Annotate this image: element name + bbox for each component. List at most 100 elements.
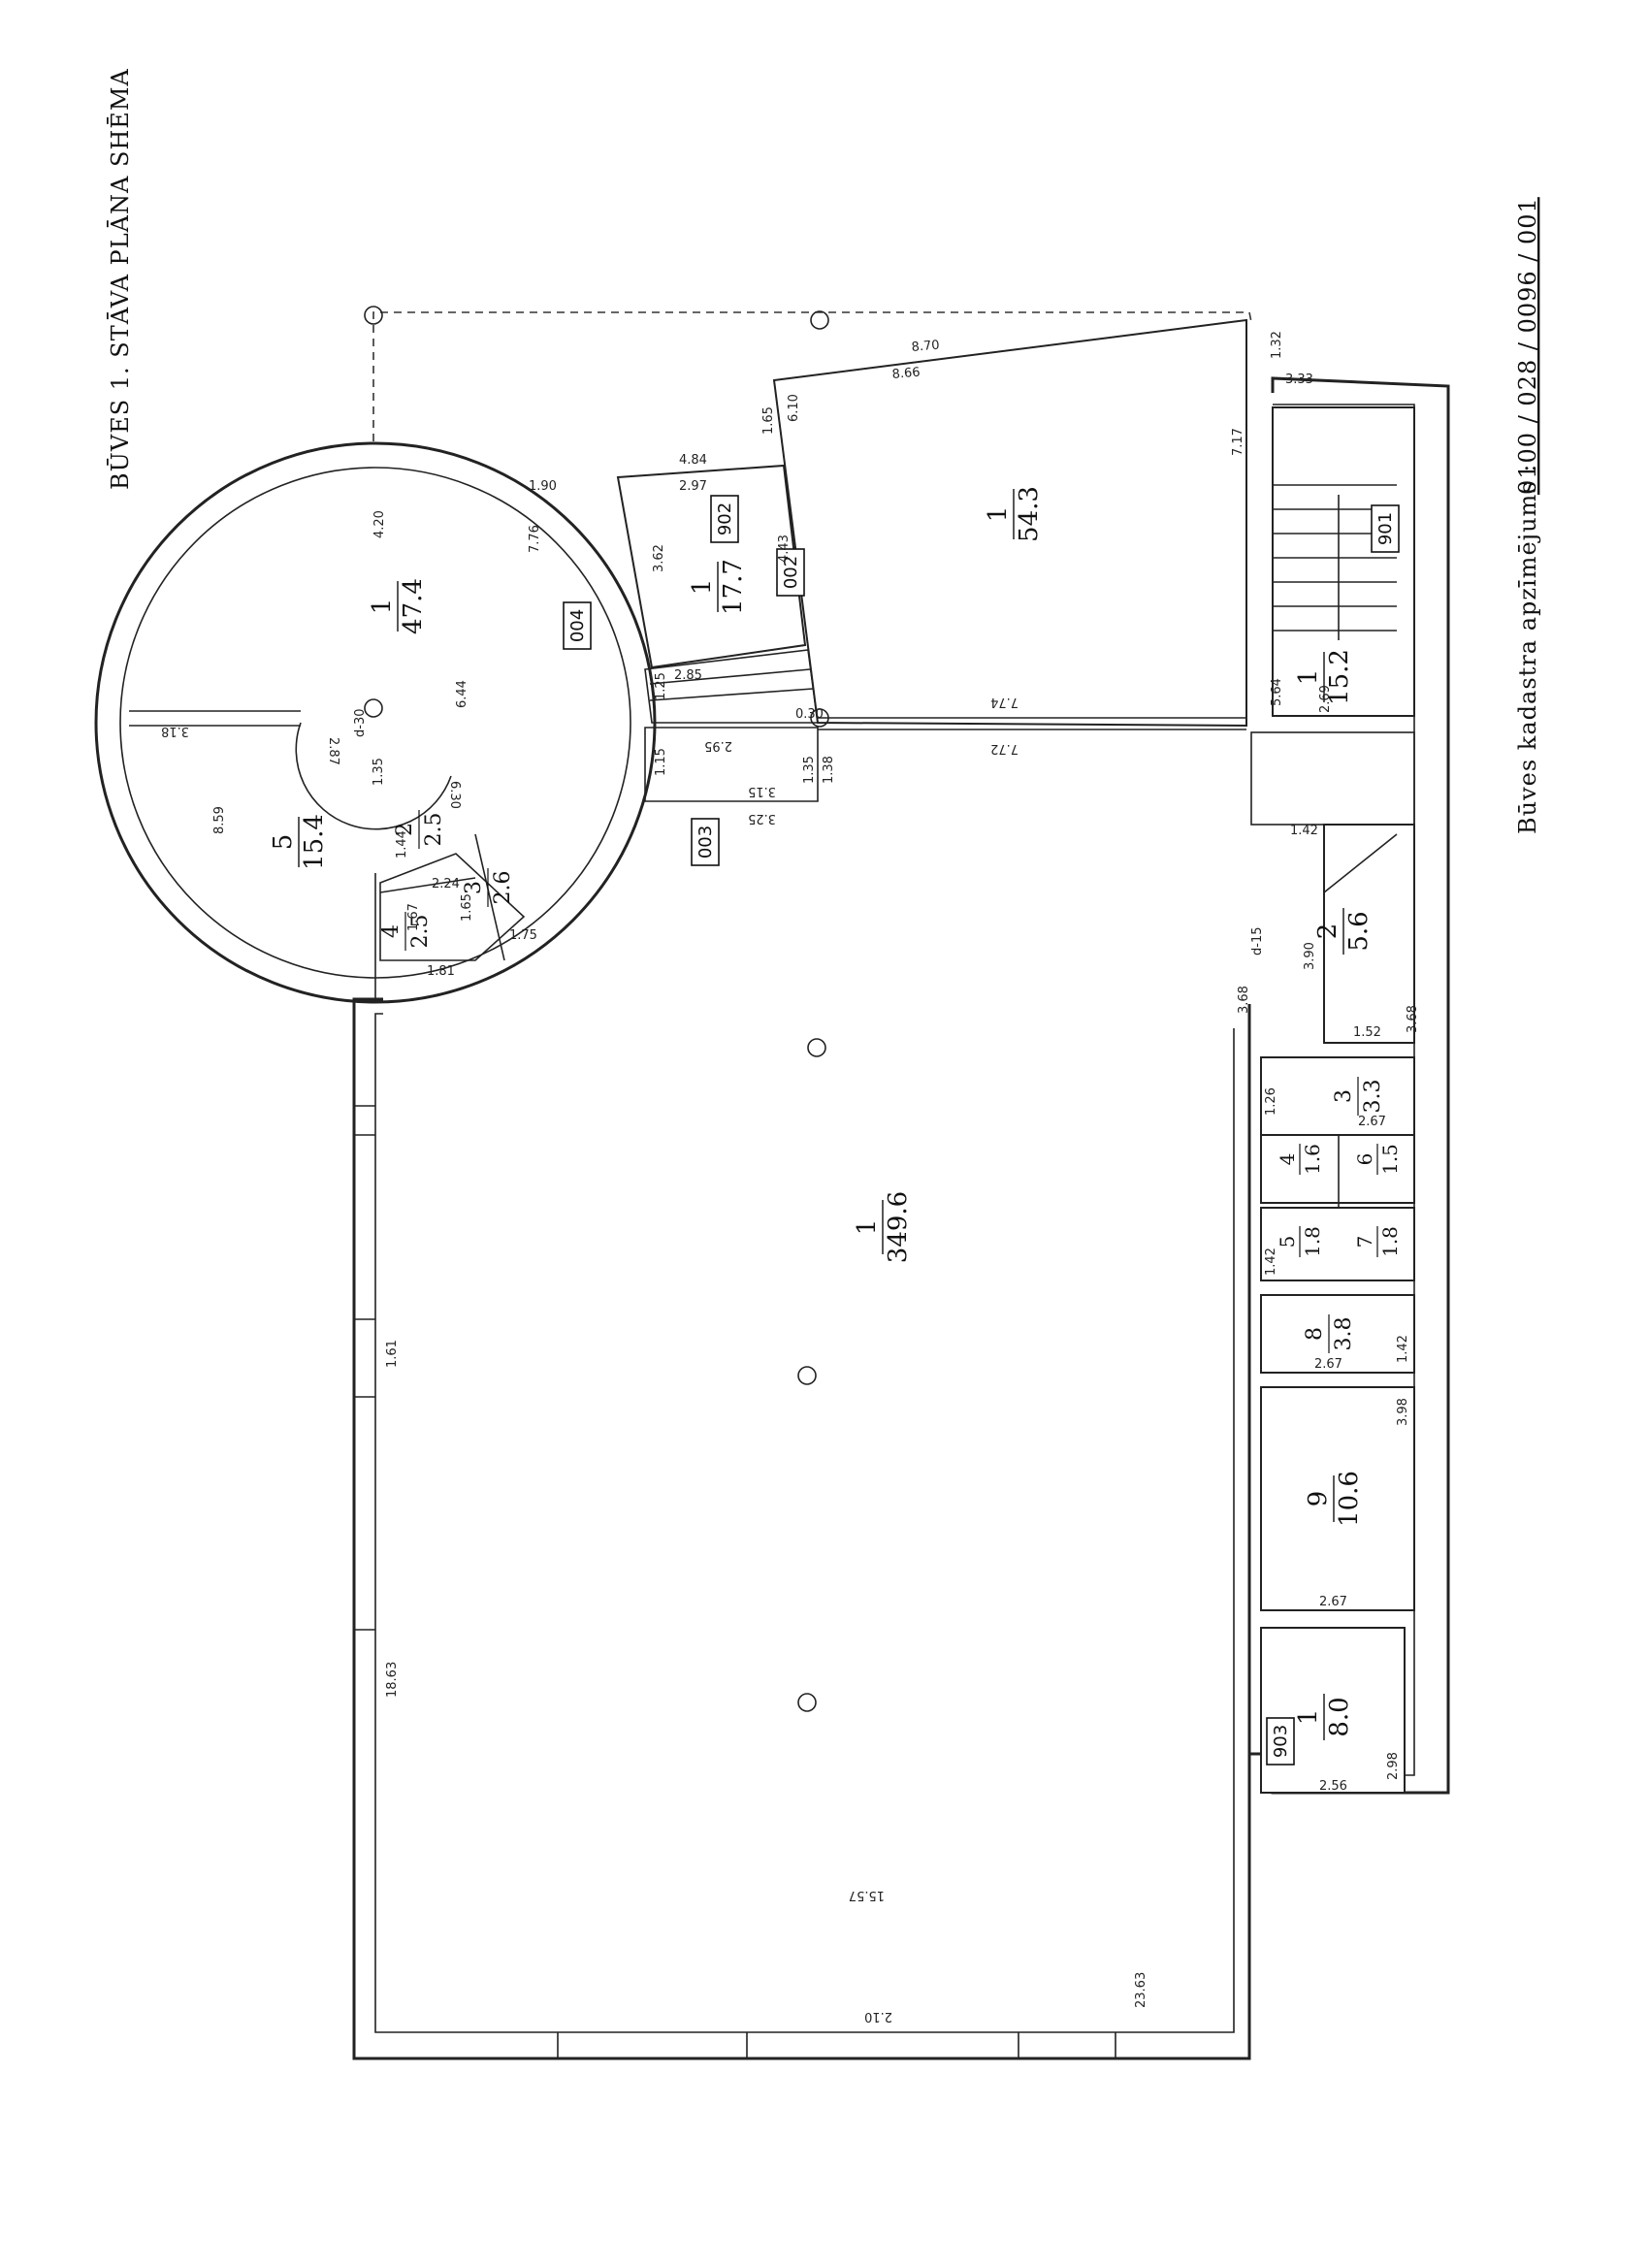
dim-label: 1.25 (654, 672, 668, 700)
dim-label: 6.44 (455, 680, 469, 708)
room-label-902: 1 17.7 (688, 559, 748, 615)
dim-label: 1.26 (1264, 1087, 1278, 1116)
room-902-outline (616, 464, 807, 669)
dim-label: 2.69 (1318, 685, 1333, 713)
svg-text:1: 1 (1294, 1709, 1323, 1726)
dimension-labels: 8.70 8.66 7.17 6.10 1.65 4.84 2.97 4.43 … (161, 331, 1420, 2024)
dim-label: 1.35 (802, 756, 817, 784)
dim-label: 2.85 (674, 668, 702, 683)
svg-text:8.0: 8.0 (1325, 1697, 1354, 1736)
svg-text:1: 1 (1294, 669, 1323, 686)
stair-line (649, 688, 814, 701)
dim-label: 1.65 (460, 893, 474, 922)
room-label-e5: 5 1.8 (1276, 1226, 1324, 1257)
room-label-r3: 3 2.6 (462, 868, 515, 907)
room-label-e4: 4 1.6 (1276, 1144, 1324, 1175)
dim-label: 18.63 (385, 1662, 400, 1698)
dim-label: 2.10 (864, 2009, 892, 2024)
svg-text:1.6: 1.6 (1301, 1144, 1324, 1175)
svg-text:901: 901 (1375, 512, 1396, 545)
dim-label: 1.52 (1353, 1025, 1381, 1040)
room-label-903: 1 8.0 (1294, 1694, 1354, 1740)
section-label-003: 003 (691, 818, 720, 866)
svg-text:1.8: 1.8 (1378, 1226, 1402, 1257)
dim-label: 23.63 (1134, 1972, 1148, 2008)
dim-label: 1.90 (529, 479, 557, 494)
dim-label: 8.66 (891, 366, 921, 382)
svg-text:1: 1 (368, 599, 397, 615)
dim-label: 1.75 (509, 928, 537, 943)
room-e4-e6-outline (1260, 1134, 1415, 1204)
dim-label: 1.44 (395, 830, 409, 859)
svg-text:1: 1 (688, 579, 717, 596)
dim-label: 2.97 (679, 479, 707, 494)
svg-text:902: 902 (715, 502, 735, 535)
svg-text:15.2: 15.2 (1325, 649, 1354, 705)
dim-label: 7.76 (528, 525, 542, 553)
svg-text:2: 2 (1313, 923, 1342, 940)
svg-text:3: 3 (1332, 1089, 1356, 1103)
stairs-center (644, 649, 819, 724)
svg-text:9: 9 (1304, 1491, 1333, 1507)
svg-text:1: 1 (853, 1219, 882, 1236)
dim-label: 3.15 (748, 784, 776, 798)
dim-label: 2.95 (704, 738, 732, 753)
dim-label: 1.32 (1270, 331, 1284, 359)
stair-e2 (1323, 833, 1398, 893)
tower-small-wall-a (379, 877, 476, 893)
dim-label: 4.20 (372, 510, 387, 538)
dim-label: 1.38 (822, 756, 836, 784)
room-label-002: 1 54.3 (984, 486, 1044, 542)
svg-text:3: 3 (462, 881, 486, 894)
svg-text:1: 1 (984, 506, 1013, 523)
cadastre-code: 0100 / 028 / 0096 / 001 (1514, 197, 1541, 495)
dim-label: 2.98 (1386, 1752, 1401, 1780)
svg-text:3.8: 3.8 (1332, 1317, 1356, 1351)
dim-label: 3.68 (1237, 986, 1251, 1014)
dim-label: 4.43 (777, 535, 792, 563)
main-outer-wall (352, 997, 1251, 2060)
dim-label: 4.84 (679, 453, 707, 468)
section-label-903: 903 (1266, 1717, 1295, 1766)
svg-text:2.5: 2.5 (408, 915, 433, 949)
room-901-outline (1272, 406, 1415, 717)
dim-label: 7.72 (990, 741, 1018, 756)
svg-text:2.6: 2.6 (491, 871, 515, 905)
svg-text:15.4: 15.4 (300, 814, 329, 870)
room-label-r2: 2 2.5 (393, 810, 446, 849)
dim-label: d-15 (1250, 927, 1265, 956)
section-label-002: 002 (776, 548, 805, 597)
room-003-outline (644, 727, 819, 802)
svg-text:10.6: 10.6 (1335, 1471, 1364, 1527)
room-002-outline (772, 318, 1247, 728)
dim-label: 3.25 (748, 811, 776, 826)
svg-text:2: 2 (393, 823, 417, 836)
svg-text:5: 5 (269, 834, 298, 851)
dim-label: 1.65 (761, 406, 776, 435)
main-inner-wall (374, 1013, 1235, 2033)
tower-core-wall (295, 722, 452, 830)
svg-text:47.4: 47.4 (399, 578, 428, 634)
dim-label: d-30 (353, 709, 368, 738)
room-label-e2: 2 5.6 (1313, 908, 1374, 955)
dim-label: 1.61 (385, 1340, 400, 1368)
section-label-902: 902 (710, 495, 739, 543)
stair-line (649, 668, 811, 685)
plan-title: BŪVES 1. STĀVA PLĀNA SHĒMA (107, 68, 134, 490)
svg-text:17.7: 17.7 (719, 559, 748, 615)
dim-label: 6.10 (787, 394, 801, 422)
room-label-r4: 4 2.5 (379, 912, 433, 951)
room-e5-e7-outline (1260, 1207, 1415, 1281)
columns (364, 306, 829, 1712)
room-e2-outline (1323, 824, 1415, 1044)
room-label-r5: 5 15.4 (269, 814, 329, 870)
svg-text:6: 6 (1353, 1153, 1376, 1166)
dim-label: 1.42 (1290, 824, 1318, 838)
room-e8-outline (1260, 1294, 1415, 1374)
dim-label: 8.70 (911, 339, 940, 355)
room-label-e6: 6 1.5 (1353, 1144, 1402, 1175)
dim-label: 8.59 (212, 806, 227, 834)
dim-label: 3.90 (1303, 942, 1317, 970)
window-marks (354, 1105, 1116, 2058)
